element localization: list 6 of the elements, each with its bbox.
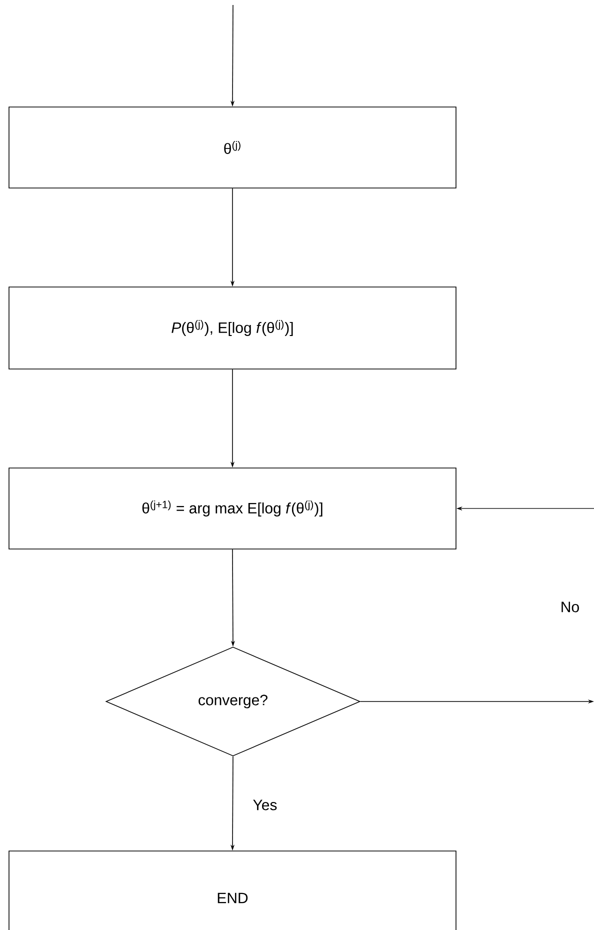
branch-label: No xyxy=(562,602,579,612)
edge-label: Yes xyxy=(252,798,278,812)
process-box: P(θ$^{(j)}$), E[log f(θ$^{(j)}$)] xyxy=(8,286,456,370)
process-box: END xyxy=(8,850,456,930)
process-box: θ$^{(j)}$ xyxy=(8,106,456,188)
process-box: θ$^{(j+1)}$ = arg max E[log f(θ$^{(j)}$)] xyxy=(8,468,456,550)
